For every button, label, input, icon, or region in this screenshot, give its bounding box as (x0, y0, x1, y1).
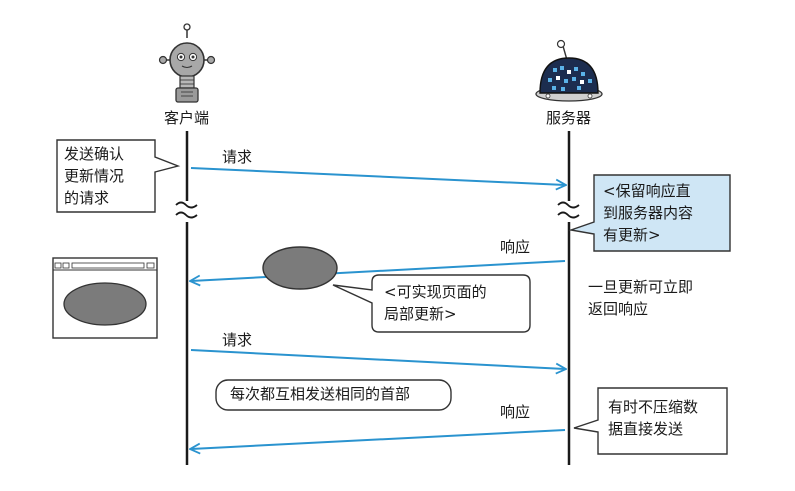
partial-update-note-line: <可实现页面的 (384, 283, 487, 301)
response-label-1: 响应 (500, 238, 531, 256)
compress-note-line: 有时不压缩数 (608, 398, 699, 416)
response-arrow-1 (191, 260, 566, 281)
compress-note-box (573, 387, 728, 455)
server-robot-icon (535, 39, 603, 102)
server-break-mark (557, 201, 580, 219)
partial-update-note-line: 局部更新> (384, 305, 457, 323)
request-arrow-1 (190, 167, 565, 185)
partial-update-note-box (332, 274, 531, 333)
immediate-return-note-line: 一旦更新可立即 (588, 278, 694, 296)
server-hold-note-box (568, 174, 731, 252)
request-label-2: 请求 (222, 331, 253, 349)
client-note-box (56, 139, 181, 213)
partial-content-bubble (262, 246, 338, 290)
client-note-line: 的请求 (64, 189, 110, 207)
client-note: 发送确认 更新情况 的请求 (64, 143, 124, 209)
server-hold-note-line: 有更新> (603, 226, 661, 244)
compress-note-line: 据直接发送 (608, 420, 684, 438)
client-note-line: 发送确认 (64, 145, 125, 163)
immediate-return-note: 一旦更新可立即 返回响应 (588, 276, 693, 320)
client-break-mark (175, 201, 198, 219)
compress-note: 有时不压缩数 据直接发送 (608, 396, 698, 440)
server-hold-note-line: <保留响应直 (603, 182, 691, 200)
client-label: 客户端 (164, 109, 210, 127)
header-note-box (215, 379, 452, 411)
client-robot-icon (158, 23, 216, 103)
server-label: 服务器 (546, 109, 592, 127)
server-hold-note-line: 到服务器内容 (603, 204, 694, 222)
partial-update-note: <可实现页面的 局部更新> (384, 281, 487, 325)
response-arrow-2 (191, 429, 566, 449)
request-label-1: 请求 (222, 148, 253, 166)
header-note: 每次都互相发送相同的首部 (230, 385, 411, 403)
client-note-line: 更新情况 (64, 167, 125, 185)
browser-window-icon (52, 257, 158, 339)
immediate-return-note-line: 返回响应 (588, 300, 649, 318)
server-hold-note: <保留响应直 到服务器内容 有更新> (603, 180, 693, 246)
response-label-2: 响应 (500, 403, 531, 421)
request-arrow-2 (190, 349, 565, 369)
